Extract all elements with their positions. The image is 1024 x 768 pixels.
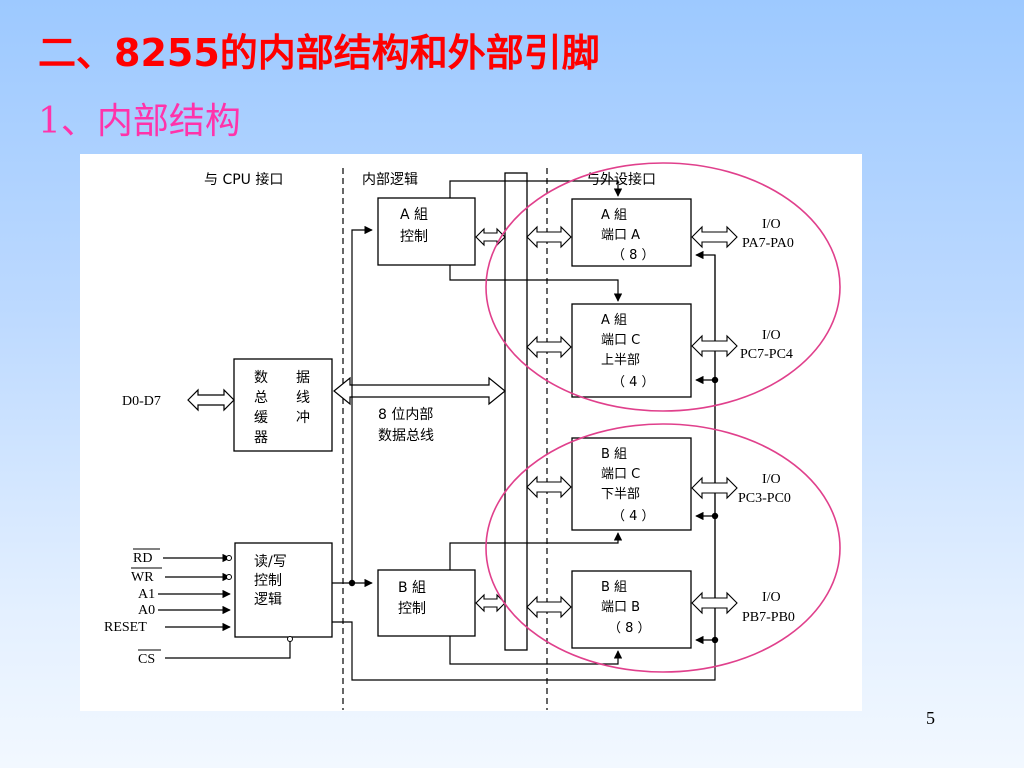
- section-label-cpu: 与 CPU 接口: [204, 171, 283, 188]
- rw-control-label: 读/写: [254, 553, 287, 570]
- pin-wr: WR: [131, 570, 154, 585]
- port-b-label: B 組: [601, 580, 627, 595]
- port-a-label: A 組: [601, 208, 627, 223]
- port-b-label: （ 8 ）: [608, 621, 651, 636]
- diagram-panel: 与 CPU 接口 内部逻辑 与外设接口 数 据 总 线 缓 冲 器 D0-D7 …: [80, 154, 862, 711]
- port-c-upper-label: （ 4 ）: [612, 375, 655, 390]
- io-label-cu: I/O: [762, 328, 781, 343]
- group-a-control-label: A 組: [400, 207, 428, 223]
- io-pins-cu: PC7-PC4: [740, 347, 793, 362]
- buffer-char: 冲: [296, 410, 310, 426]
- rw-control-label: 逻辑: [254, 592, 282, 608]
- internal-bus-bar: [504, 172, 528, 651]
- port-io-arrows: [691, 225, 738, 615]
- pin-rd: RD: [133, 551, 152, 566]
- io-pins-b: PB7-PB0: [742, 610, 795, 625]
- slide-title: 二、8255的内部结构和外部引脚: [38, 31, 600, 75]
- port-c-lower-label: （ 4 ）: [612, 509, 655, 524]
- bus-port-arrows: [526, 225, 572, 619]
- section-label-peripheral: 与外设接口: [586, 171, 656, 188]
- pin-inversion-bubbles: [226, 555, 293, 642]
- control-bus-arrows: [475, 227, 506, 613]
- pin-a1: A1: [138, 587, 155, 602]
- group-b-control-label: 控制: [398, 601, 426, 617]
- group-a-highlight: [485, 162, 841, 412]
- io-label-b: I/O: [762, 590, 781, 605]
- port-c-lower-label: 下半部: [601, 487, 640, 502]
- pin-a0: A0: [138, 603, 155, 618]
- buffer-char: 线: [296, 390, 310, 406]
- port-b-label: 端口 B: [601, 600, 640, 615]
- io-pins-a: PA7-PA0: [742, 236, 794, 251]
- data-pin-arrow: [187, 388, 235, 412]
- section-label-internal: 内部逻辑: [362, 172, 418, 188]
- buffer-bus-arrow: [333, 376, 506, 406]
- port-a: [571, 198, 692, 267]
- control-pin-wires: [158, 553, 291, 659]
- buffer-char: 数: [254, 370, 268, 386]
- pin-reset: RESET: [104, 620, 147, 635]
- rw-control-label: 控制: [254, 573, 282, 589]
- slide-subtitle: 1、内部结构: [38, 101, 241, 142]
- port-c-lower-label: B 組: [601, 447, 627, 462]
- page-number: 5: [926, 708, 935, 728]
- io-label-cl: I/O: [762, 472, 781, 487]
- buffer-char: 据: [296, 370, 310, 386]
- internal-bus-label: 数据总线: [378, 428, 434, 444]
- buffer-char: 缓: [254, 410, 268, 426]
- io-pins-cl: PC3-PC0: [738, 491, 791, 506]
- pin-cs: CS: [138, 652, 155, 667]
- port-c-upper-label: A 組: [601, 313, 627, 328]
- group-b-control-label: B 組: [398, 580, 426, 596]
- port-c-upper: [571, 303, 692, 398]
- port-c-upper-label: 上半部: [601, 353, 640, 368]
- port-a-label: （ 8 ）: [612, 248, 655, 263]
- buffer-char: 总: [254, 390, 268, 406]
- port-b: [571, 570, 692, 649]
- buffer-char: 器: [254, 430, 268, 446]
- port-c-upper-label: 端口 C: [601, 333, 640, 348]
- group-a-control: [377, 197, 476, 266]
- block-diagram: 与 CPU 接口 内部逻辑 与外设接口 数 据 总 线 缓 冲 器 D0-D7 …: [104, 162, 841, 710]
- port-c-lower: [571, 437, 692, 531]
- internal-bus-label: 8 位内部: [378, 407, 433, 423]
- data-bus-buffer: [233, 358, 333, 452]
- group-b-highlight: [485, 423, 841, 673]
- port-a-label: 端口 A: [601, 228, 640, 243]
- port-control-lines: [449, 180, 716, 665]
- group-a-control-label: 控制: [400, 229, 428, 245]
- rw-control-logic: [234, 542, 333, 638]
- port-c-lower-label: 端口 C: [601, 467, 640, 482]
- data-pin-label: D0-D7: [122, 394, 161, 409]
- group-b-control: [377, 569, 476, 637]
- io-label-a: I/O: [762, 217, 781, 232]
